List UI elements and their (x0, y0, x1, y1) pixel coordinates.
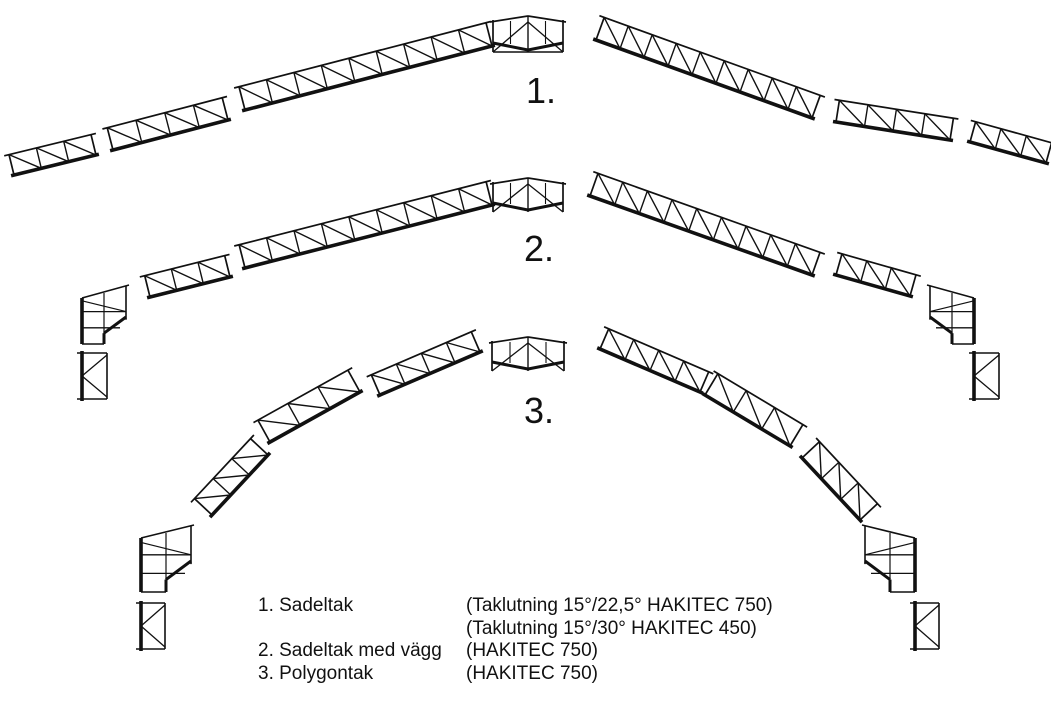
roof-3-number: 3. (524, 390, 555, 431)
roof-2-number: 2. (524, 228, 555, 269)
truss-segment (139, 253, 234, 300)
roof-1-number: 1. (526, 70, 557, 111)
legend-name: 1. Sadeltak (258, 595, 354, 616)
wall-column (136, 601, 166, 651)
truss-segment (592, 14, 826, 121)
knee-truss (926, 284, 976, 345)
truss-segment (832, 98, 959, 143)
truss-segment (3, 132, 100, 178)
wall-column (77, 351, 108, 401)
roof-1-saddle-truss (3, 14, 1051, 178)
ridge-truss (489, 177, 567, 213)
ridge-truss (488, 336, 568, 372)
truss-segment (233, 20, 496, 113)
legend-description: (Taklutning 15°/30° HAKITEC 450) (466, 617, 757, 639)
truss-segment (798, 437, 882, 524)
legend-name: 2. Sadeltak med vägg (258, 640, 442, 661)
knee-truss (139, 524, 195, 593)
truss-segment (366, 329, 484, 398)
truss-segment (966, 119, 1051, 166)
knee-truss (80, 284, 130, 345)
knee-truss (861, 524, 917, 593)
legend-description: (HAKITEC 750) (466, 640, 598, 661)
roof-3-polygon-truss (136, 326, 940, 651)
truss-segment (102, 95, 232, 153)
truss-segment (586, 170, 826, 278)
legend-name: 3. Polygontak (258, 662, 374, 684)
legend-description: (Taklutning 15°/22,5° HAKITEC 750) (466, 595, 773, 616)
legend-description: (HAKITEC 750) (466, 662, 598, 684)
truss-segment (233, 179, 496, 271)
truss-segment (832, 251, 922, 299)
wall-column (910, 601, 940, 651)
truss-segment (253, 366, 364, 446)
truss-segment (190, 434, 272, 519)
wall-column (969, 351, 1000, 401)
truss-segment (596, 326, 714, 395)
roof-2-saddle-with-wall-truss (77, 170, 1000, 401)
truss-segment (701, 370, 808, 450)
ridge-truss (489, 15, 567, 53)
